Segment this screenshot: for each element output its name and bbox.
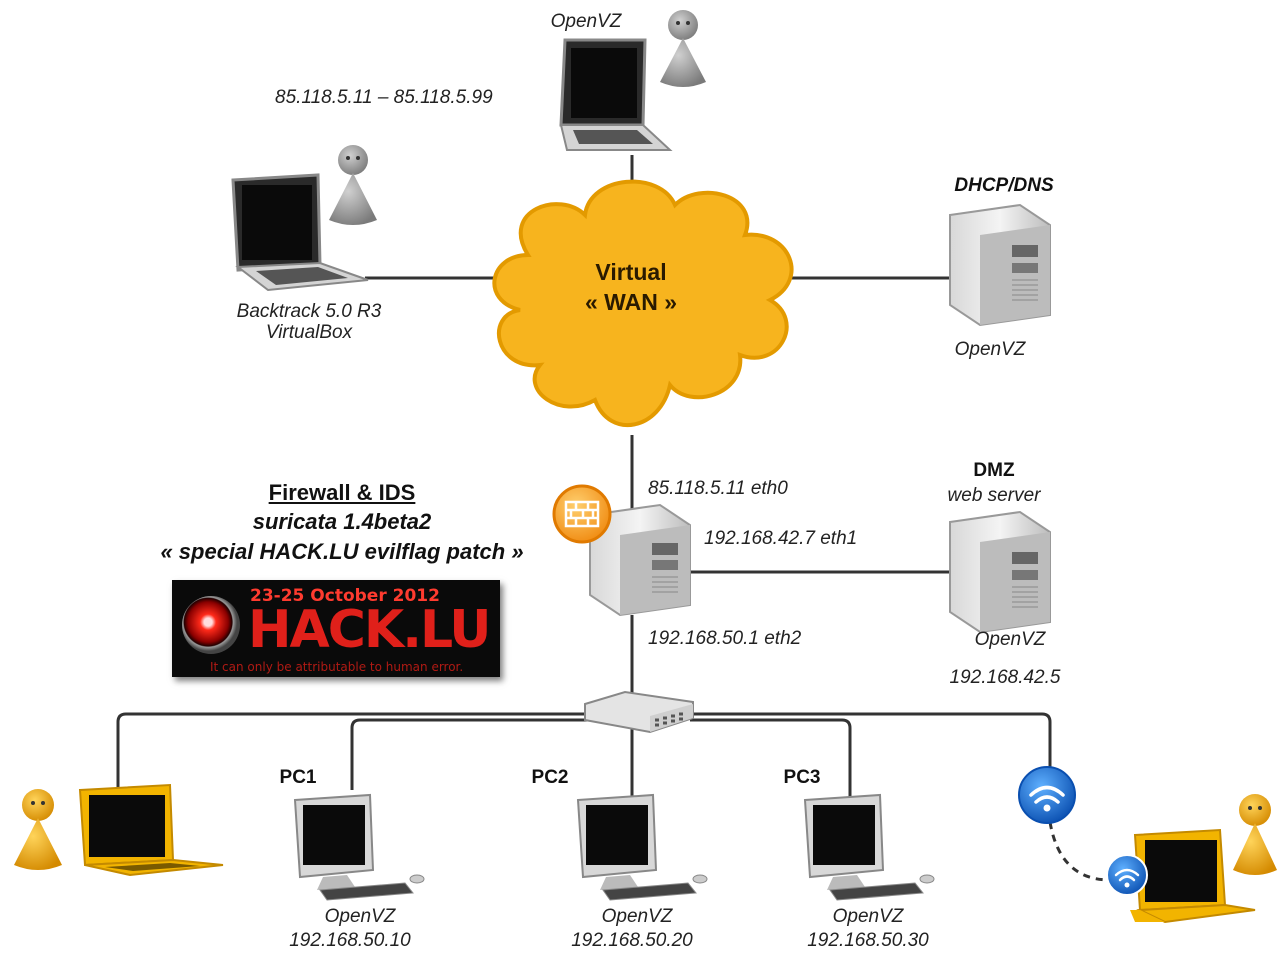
firewall-subtitle: suricata 1.4beta2: [252, 509, 432, 534]
wifi-icon-client: [1106, 854, 1148, 896]
firewall-icon: [552, 484, 612, 544]
eth0-label: 85.118.5.11 eth0: [648, 478, 788, 499]
banner-tagline: It can only be attributable to human err…: [210, 660, 464, 674]
pc-icon-3: [803, 793, 935, 901]
eth2-label: 192.168.50.1 eth2: [648, 628, 802, 649]
top-laptop-ip-range: 85.118.5.11 – 85.118.5.99: [275, 87, 493, 108]
cloud-label: Virtual « WAN »: [585, 258, 677, 318]
user-icon-orange-right: [1233, 794, 1277, 875]
banner-date: 23-25 October 2012: [250, 586, 440, 606]
hal-eye-icon: [182, 596, 240, 654]
laptop-icon-orange-left: [78, 783, 224, 877]
hacklu-banner: 23-25 October 2012 HACK.LU It can only b…: [172, 580, 500, 677]
dmz-ip: 192.168.42.5: [949, 667, 1061, 688]
user-icon-orange-left: [14, 789, 62, 870]
cable-wifi-ap: [690, 712, 1052, 770]
pc2-platform: OpenVZ: [601, 906, 673, 927]
wifi-link: [1048, 821, 1111, 882]
server-icon-dhcp: [949, 203, 1051, 327]
eth1-label: 192.168.42.7 eth1: [704, 528, 858, 549]
user-icon-gray-left: [329, 145, 377, 225]
wifi-icon-ap: [1018, 766, 1076, 824]
user-icon-gray-top: [660, 10, 706, 87]
laptop-icon-backtrack: [231, 173, 369, 292]
backtrack-line1: Backtrack 5.0 R3: [236, 301, 382, 322]
top-laptop-platform: OpenVZ: [550, 11, 622, 32]
cable-pc3: [690, 718, 852, 800]
pc3-ip: 192.168.50.30: [807, 930, 929, 951]
cloud-label-line2: « WAN »: [584, 288, 678, 315]
dmz-title: DMZ: [973, 460, 1015, 481]
dhcp-platform: OpenVZ: [954, 339, 1026, 360]
pc-icon-2: [576, 793, 708, 901]
cable-orange-laptop: [116, 712, 590, 790]
pc2-name: PC2: [531, 767, 569, 788]
cable-pc1: [350, 718, 590, 790]
pc3-name: PC3: [783, 767, 821, 788]
backtrack-label: Backtrack 5.0 R3 VirtualBox: [236, 301, 382, 344]
firewall-title: Firewall & IDS: [268, 480, 416, 505]
dmz-role: web server: [947, 485, 1041, 506]
pc2-ip: 192.168.50.20: [571, 930, 693, 951]
server-icon-dmz: [949, 510, 1051, 634]
pc1-platform: OpenVZ: [324, 906, 396, 927]
cloud-label-line1: Virtual: [595, 259, 667, 285]
laptop-icon-orange-right: [1130, 828, 1256, 924]
laptop-icon-top: [559, 38, 673, 151]
pc-icon-1: [293, 793, 425, 901]
cloud-wan: [492, 179, 794, 428]
dhcp-title: DHCP/DNS: [954, 175, 1054, 196]
pc1-ip: 192.168.50.10: [289, 930, 411, 951]
banner-brand: HACK.LU: [248, 600, 491, 660]
server-icon-firewall: [589, 503, 691, 617]
dmz-platform: OpenVZ: [974, 629, 1046, 650]
cables: [116, 155, 1111, 882]
switch-icon: [584, 690, 694, 734]
pc3-platform: OpenVZ: [832, 906, 904, 927]
firewall-patch: « special HACK.LU evilflag patch »: [160, 539, 524, 564]
pc1-name: PC1: [279, 767, 317, 788]
backtrack-line2: VirtualBox: [265, 321, 353, 343]
